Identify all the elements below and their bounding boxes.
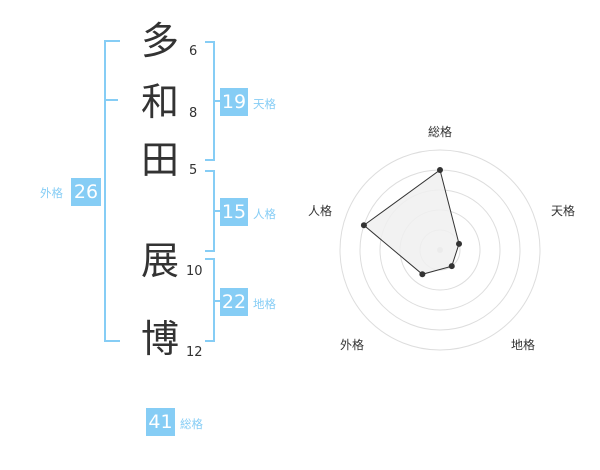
stroke-count-2: 8 bbox=[189, 106, 198, 121]
chikaku-label: 地格 bbox=[253, 297, 276, 311]
radar-point-3 bbox=[419, 271, 426, 278]
chikaku-bracket-tick bbox=[213, 300, 221, 302]
radar-point-1 bbox=[456, 240, 463, 247]
radar-point-4 bbox=[360, 222, 367, 229]
soukaku-label: 総格 bbox=[180, 417, 203, 431]
radar-label-gaikaku: 外格 bbox=[340, 338, 365, 352]
radar-point-2 bbox=[448, 263, 455, 270]
radar-label-jinkaku: 人格 bbox=[308, 204, 333, 218]
stroke-count-4: 10 bbox=[186, 264, 203, 279]
soukaku-badge: 41 bbox=[146, 408, 175, 436]
name-char-2: 和 bbox=[141, 80, 180, 124]
gaikaku-bracket bbox=[104, 40, 120, 342]
name-char-1: 多 bbox=[141, 19, 180, 63]
gaikaku-badge: 26 bbox=[71, 178, 101, 206]
jinkaku-badge: 15 bbox=[220, 198, 248, 226]
chikaku-badge: 22 bbox=[220, 288, 248, 316]
radar-label-soukaku: 総格 bbox=[428, 125, 453, 139]
radar-area bbox=[363, 169, 460, 275]
radar-series bbox=[360, 167, 463, 278]
gaikaku-label: 外格 bbox=[40, 186, 63, 200]
radar-label-tenkaku: 天格 bbox=[551, 204, 576, 218]
tenkaku-label: 天格 bbox=[253, 97, 276, 111]
stroke-count-1: 6 bbox=[189, 44, 198, 59]
gaikaku-bracket-tick bbox=[106, 99, 118, 101]
radar-point-0 bbox=[437, 167, 443, 173]
tenkaku-bracket-tick bbox=[213, 100, 221, 102]
radar-chart bbox=[339, 149, 541, 351]
name-char-5: 博 bbox=[141, 317, 180, 361]
jinkaku-label: 人格 bbox=[253, 207, 276, 221]
tenkaku-badge: 19 bbox=[220, 88, 248, 116]
stroke-count-3: 5 bbox=[189, 163, 198, 178]
jinkaku-bracket-tick bbox=[213, 210, 221, 212]
name-char-3: 田 bbox=[141, 138, 180, 182]
radar-ring-5 bbox=[339, 149, 541, 351]
radar-label-chikaku: 地格 bbox=[511, 338, 536, 352]
stroke-count-5: 12 bbox=[186, 345, 203, 360]
name-char-4: 展 bbox=[141, 239, 180, 283]
